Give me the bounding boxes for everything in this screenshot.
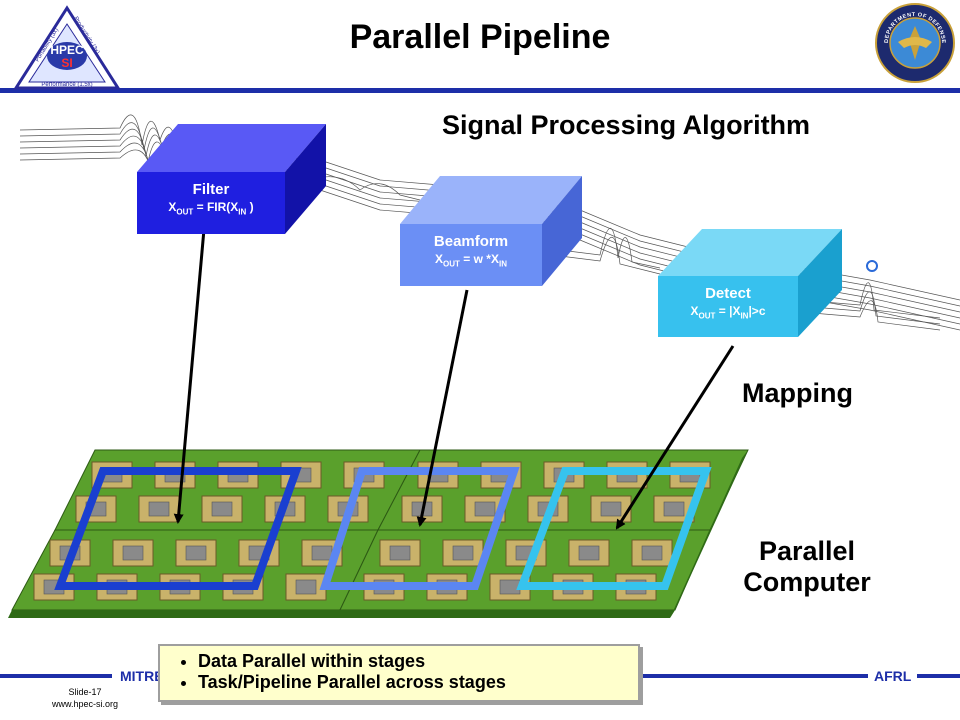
bullet-list: Data Parallel within stages Task/Pipelin… (160, 651, 638, 693)
detect-cube-top (658, 229, 842, 276)
slide-website-text: www.hpec-si.org (51, 699, 119, 709)
parallel-computer-line1: Parallel (758, 536, 856, 566)
beamform-mapping-arrow (416, 289, 469, 527)
filter-cube-side (285, 124, 326, 234)
parallel-computer-heading: Parallel Computer (718, 536, 896, 598)
bullet-item: Task/Pipeline Parallel across stages (198, 672, 638, 693)
page-title: Parallel Pipeline (349, 18, 611, 56)
beamform-cube-side (542, 176, 582, 286)
mapping-heading: Mapping (742, 378, 853, 408)
filter-cube-top (137, 124, 326, 172)
filter-processor-group (54, 467, 302, 590)
detect-stage: Detect XOUT = |XIN|>c (658, 276, 798, 337)
detection-marker (866, 260, 878, 272)
beamform-stage-name: Beamform (433, 233, 509, 250)
detect-stage-formula: XOUT = |XIN|>c (690, 304, 766, 321)
detect-processor-group (516, 467, 712, 590)
beamform-stage: Beamform XOUT = w *XIN (400, 224, 542, 286)
footer-mitre-label: MITRE (112, 668, 172, 684)
signal-processing-heading: Signal Processing Algorithm (442, 110, 811, 140)
beamform-cube-top (400, 176, 582, 224)
bullet-item: Data Parallel within stages (198, 651, 638, 672)
filter-stage-name: Filter (192, 181, 230, 198)
detect-stage-name: Detect (705, 285, 751, 302)
filter-mapping-arrow (173, 217, 207, 524)
logo-si-text: SI (61, 56, 72, 70)
detect-mapping-arrow (615, 345, 735, 530)
filter-stage: Filter XOUT = FIR(XIN ) (137, 172, 285, 234)
slide-number-text: Slide-17 (68, 687, 102, 697)
footer-afrl-label: AFRL (868, 668, 918, 684)
detect-cube-side (798, 229, 842, 337)
parallel-computer-line2: Computer (743, 567, 871, 597)
slide-number: Slide-17 www.hpec-si.org (20, 686, 150, 710)
filter-stage-formula: XOUT = FIR(XIN ) (168, 200, 254, 217)
summary-bullet-box: Data Parallel within stages Task/Pipelin… (158, 644, 640, 702)
beamform-processor-group (319, 467, 520, 590)
dod-seal-logo: DEPARTMENT OF DEFENSE · UNITED STATES OF… (874, 2, 955, 83)
hpec-si-logo: HPEC SI Portability (3x) Productivity (3… (13, 5, 121, 90)
beamform-stage-formula: XOUT = w *XIN (435, 252, 507, 269)
logo-ring-bottom: Performance (1.5x) (41, 82, 92, 88)
title-underline-bar (0, 88, 960, 93)
logo-hpec-text: HPEC (50, 43, 84, 57)
